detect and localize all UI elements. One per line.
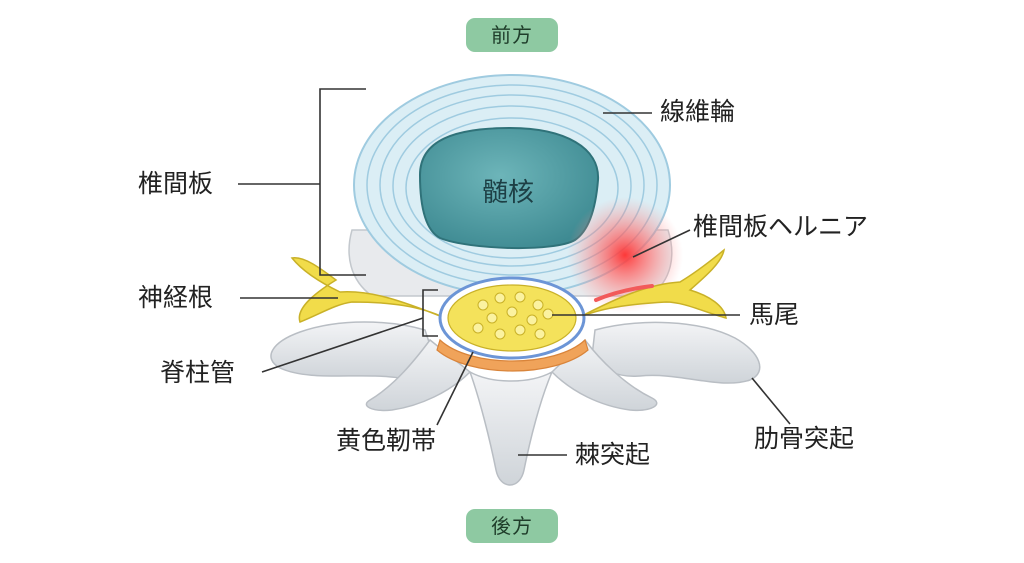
- right-nerve-root: [577, 248, 727, 320]
- nucleus-pulposus: [418, 126, 600, 249]
- left-nerve-root: [290, 257, 446, 323]
- left-lamina: [365, 338, 472, 412]
- costal-leader: [751, 377, 791, 425]
- spinous-process-label: 棘突起: [575, 440, 651, 469]
- right-costal-process: [591, 321, 761, 384]
- nerve-roots: [290, 248, 727, 323]
- cauda-equina-label: 馬尾: [749, 300, 800, 329]
- spinous-process-bone: [468, 370, 554, 486]
- spinal-canal-group: [436, 338, 589, 372]
- front-direction-badge: 前方: [466, 18, 558, 52]
- right-lamina: [550, 338, 658, 412]
- herniation-compression: [594, 284, 654, 302]
- canal-bracket: [422, 289, 438, 337]
- canal-leader: [261, 317, 424, 373]
- dural-sac: [438, 276, 586, 360]
- herniation-label: 椎間板ヘルニア: [693, 212, 869, 241]
- back-direction-badge: 後方: [466, 509, 558, 543]
- ligament-leader: [436, 351, 474, 426]
- ligamentum-flavum-shape: [436, 338, 589, 372]
- costal-process-label: 肋骨突起: [754, 424, 855, 453]
- annulus-label: 線維輪: [660, 97, 736, 126]
- herniation-leader: [632, 229, 691, 258]
- disc-label: 椎間板: [138, 169, 214, 198]
- cauda-equina-fibers: [472, 291, 554, 340]
- nerve-root-label: 神経根: [138, 283, 214, 312]
- leader-lines: [238, 88, 791, 456]
- disc-bracket: [319, 88, 366, 276]
- herniation-glow: [567, 197, 683, 313]
- spinal-canal-label: 脊柱管: [160, 358, 236, 387]
- intervertebral-disc: [353, 74, 683, 313]
- nucleus-label: 髄核: [482, 178, 535, 208]
- ligamentum-flavum-label: 黄色靭帯: [336, 426, 437, 455]
